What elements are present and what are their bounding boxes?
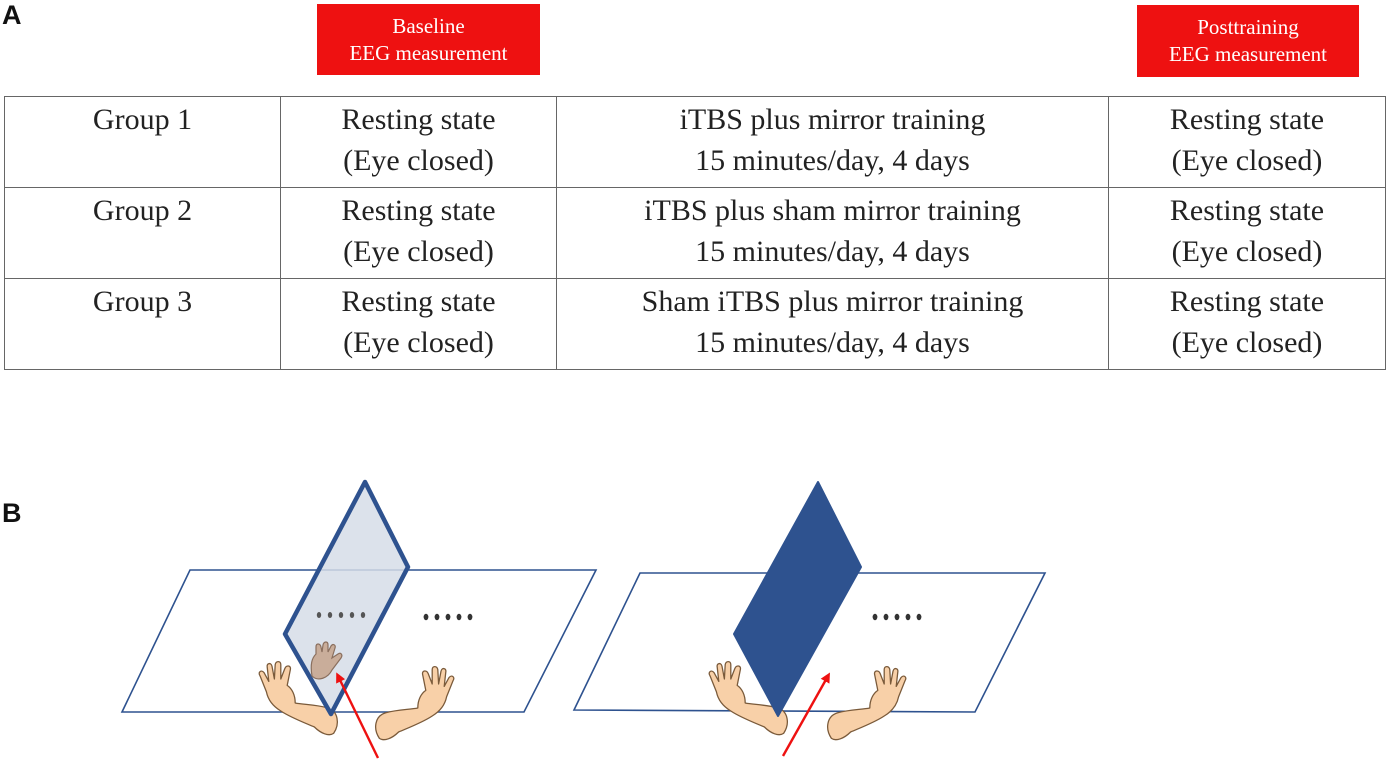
tag-line: Posttraining [1197, 15, 1299, 39]
cell-line: (Eye closed) [1171, 144, 1323, 177]
arrow-icon [336, 672, 380, 759]
left-setup [120, 479, 598, 759]
cell-line: Resting state [341, 285, 496, 318]
baseline-eeg-tag: Baseline EEG measurement [317, 4, 540, 75]
cell-line: (Eye closed) [343, 326, 494, 359]
hand-icon [826, 665, 907, 741]
cell-line: iTBS plus mirror training [679, 103, 986, 136]
panel-label-a: A [2, 0, 22, 30]
group-cell: Group 1 [4, 96, 281, 188]
cell-line: Resting state [1169, 103, 1325, 136]
table-row: Group 3 Resting state (Eye closed) Sham i… [4, 278, 1386, 370]
group-label: Group 2 [92, 194, 193, 227]
cell-line: 15 minutes/day, 4 days [695, 326, 970, 359]
cell-line: (Eye closed) [1171, 326, 1323, 359]
cell-line: 15 minutes/day, 4 days [695, 235, 970, 268]
cell-line: (Eye closed) [343, 144, 494, 177]
table-row: Group 2 Resting state (Eye closed) iTBS p… [4, 187, 1386, 279]
intervention-cell: iTBS plus sham mirror training 15 minutes… [556, 187, 1109, 279]
group-cell: Group 3 [4, 278, 281, 370]
table-plane-icon [572, 572, 1047, 713]
transparent-mirror-icon [282, 479, 411, 717]
posttraining-cell: Resting state (Eye closed) [1108, 96, 1386, 188]
tag-line: Baseline [392, 13, 465, 38]
arrow-icon [781, 672, 830, 757]
right-setup [572, 481, 1047, 757]
reflected-hand-icon [310, 641, 343, 680]
intervention-cell: iTBS plus mirror training 15 minutes/day,… [556, 96, 1109, 188]
table-plane-icon [120, 569, 598, 713]
panel-label-b: B [2, 498, 22, 528]
tag-line: EEG measurement [1168, 42, 1328, 66]
posttraining-cell: Resting state (Eye closed) [1108, 187, 1386, 279]
hand-icon [374, 665, 455, 741]
opaque-mirror-icon [733, 481, 862, 717]
target-shapes-icon [872, 613, 922, 621]
cell-line: (Eye closed) [1171, 235, 1323, 268]
group-label: Group 1 [92, 103, 193, 136]
baseline-cell: Resting state (Eye closed) [280, 278, 557, 370]
baseline-cell: Resting state (Eye closed) [280, 96, 557, 188]
cell-line: Resting state [341, 194, 496, 227]
tag-line: EEG measurement [349, 40, 508, 65]
study-design-table: Group 1 Resting state (Eye closed) iTBS p… [4, 96, 1386, 370]
cell-line: Resting state [341, 103, 496, 136]
group-label: Group 3 [92, 285, 193, 318]
target-shapes-icon [423, 613, 473, 621]
reflected-shapes-icon [316, 612, 366, 618]
cell-line: 15 minutes/day, 4 days [695, 144, 970, 177]
cell-line: iTBS plus sham mirror training [644, 194, 1021, 227]
baseline-cell: Resting state (Eye closed) [280, 187, 557, 279]
cell-line: Resting state [1169, 194, 1325, 227]
posttraining-eeg-tag: Posttraining EEG measurement [1137, 5, 1359, 77]
cell-line: (Eye closed) [343, 235, 494, 268]
cell-line: Resting state [1169, 285, 1325, 318]
table-row: Group 1 Resting state (Eye closed) iTBS p… [4, 96, 1386, 188]
cell-line: Sham iTBS plus mirror training [641, 285, 1024, 318]
posttraining-cell: Resting state (Eye closed) [1108, 278, 1386, 370]
intervention-cell: Sham iTBS plus mirror training 15 minutes… [556, 278, 1109, 370]
